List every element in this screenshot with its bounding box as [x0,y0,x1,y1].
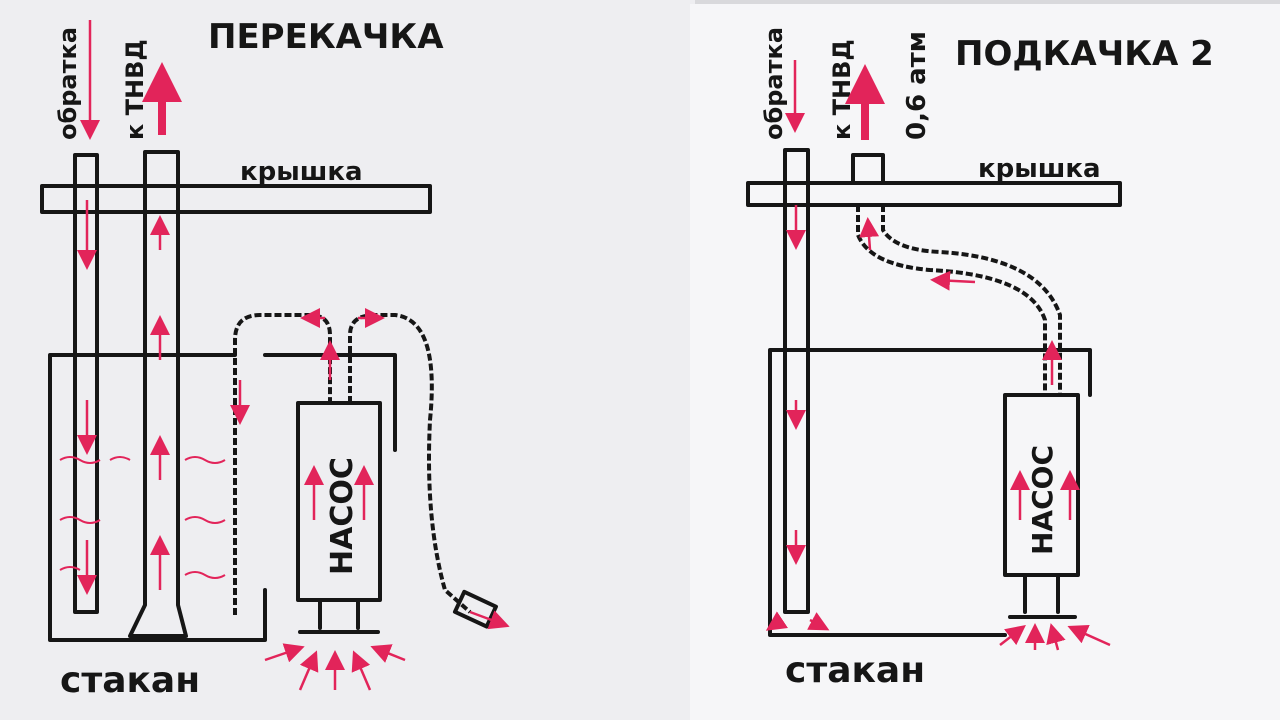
left-pump-outlet-hose [233,313,332,615]
left-lid-label: крышка [240,157,363,187]
right-pump-label: НАСОС [1026,445,1059,555]
right-cup-label: стакан [785,650,925,691]
left-to-pump-label: к ТНВД [121,39,149,140]
left-title: ПЕРЕКАЧКА [208,17,444,57]
right-return-label: обратка [760,27,788,140]
right-return-tube [783,148,810,614]
right-title: ПОДКАЧКА 2 [955,34,1214,74]
left-hose [348,313,472,614]
right-hose [856,205,1062,395]
right-to-pump-label: к ТНВД [828,39,856,140]
left-lid [40,184,432,214]
right-cup [768,348,1092,637]
left-cup-label: стакан [60,660,200,701]
left-flow-arrows [59,200,510,691]
left-pump-label: НАСОС [325,457,360,575]
left-supply-tube [128,150,188,638]
left-pump-base [298,598,380,634]
left-pump [296,401,382,602]
right-lid [746,181,1122,207]
left-return-label: обратка [54,27,82,140]
left-return-tube [73,153,99,614]
right-diagram: ПОДКАЧКА 2 крышка обратка к ТНВД 0,6 атм… [746,27,1214,691]
right-supply-stub [851,153,885,185]
left-sheet [0,0,695,720]
right-flow-arrows [765,205,1111,651]
right-pump-base [1008,573,1077,619]
left-diagram: ПЕРЕКАЧКА крышка обратка к ТНВД НАСОС ст… [40,17,510,701]
left-cup [48,353,397,642]
right-lid-label: крышка [978,154,1101,184]
right-pressure-label: 0,6 атм [902,31,932,140]
